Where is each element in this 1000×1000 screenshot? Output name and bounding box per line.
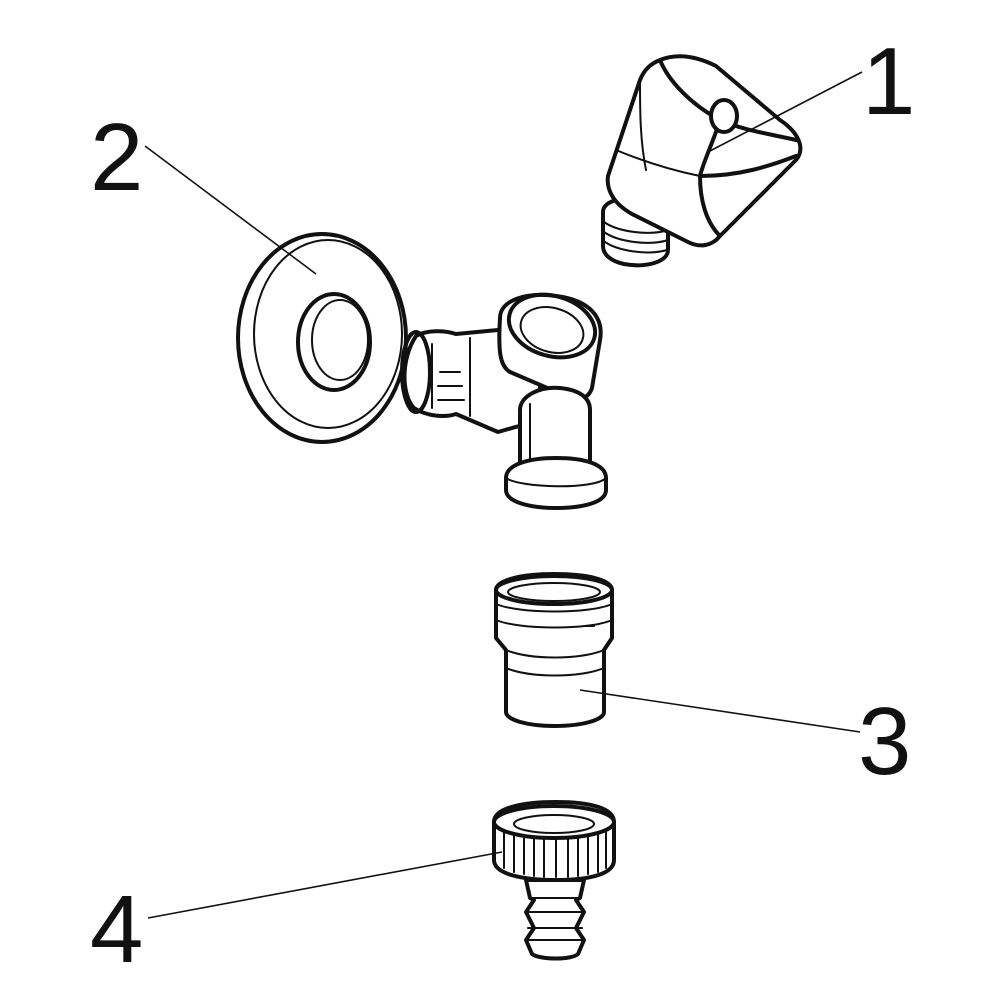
leader-line-4 [147,851,503,919]
leader-line-2 [144,145,317,275]
hose-connector-icon [492,800,616,961]
leader-line-3 [579,689,861,733]
part-number-4: 4 [90,876,143,983]
wall-rosette-with-angle-valve-body-icon [236,232,608,510]
leader-lines [144,71,863,919]
threaded-nipple-adapter-icon [494,572,614,728]
part-number-3: 3 [858,688,911,795]
leader-line-1 [707,71,863,153]
valve-handle-icon [601,54,803,268]
part-number-1: 1 [862,28,915,135]
part-number-2: 2 [90,104,143,211]
